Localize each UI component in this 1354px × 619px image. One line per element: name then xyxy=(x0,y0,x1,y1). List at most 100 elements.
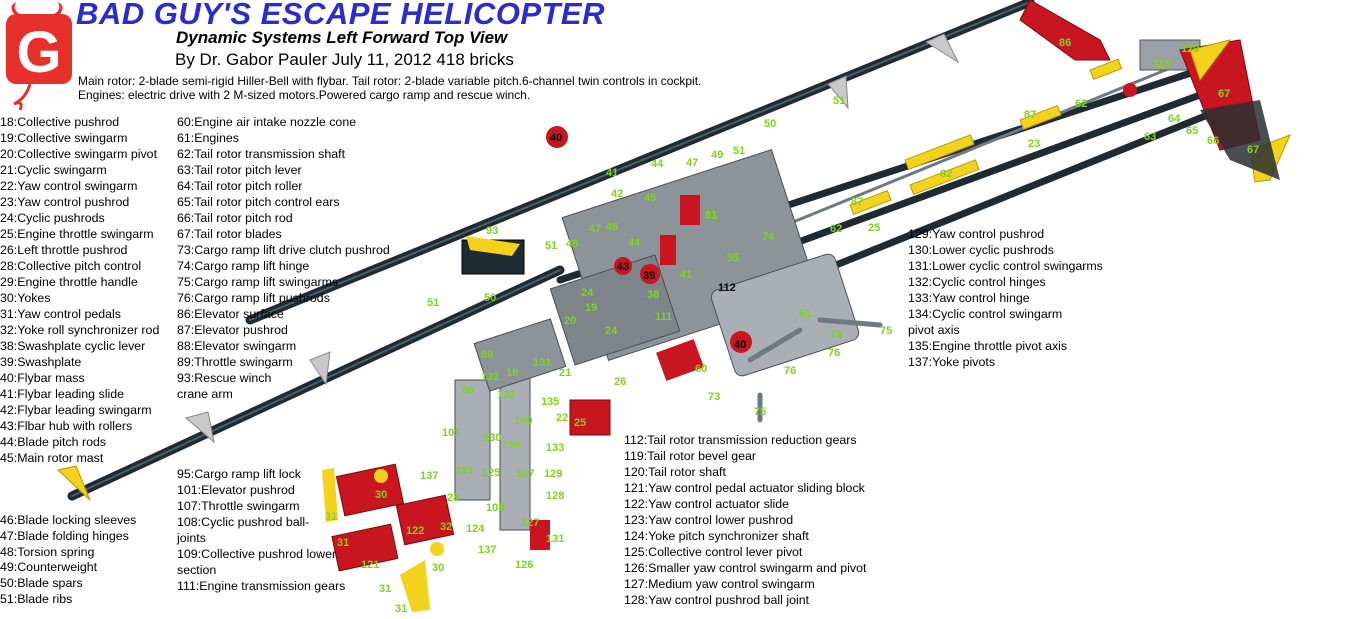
callout-label: 61 xyxy=(705,209,717,221)
callout-label: 43 xyxy=(617,261,629,273)
legend-entry: 130:Lower cyclic pushrods xyxy=(908,243,1055,257)
description-line-1: Main rotor: 2-blade semi-rigid Hiller-Be… xyxy=(78,74,702,88)
callout-label: 26 xyxy=(614,376,626,388)
legend-entry: 121:Yaw control pedal actuator sliding b… xyxy=(624,481,865,495)
legend-entry: 128:Yaw control pushrod ball joint xyxy=(624,593,810,607)
callout-label: 50 xyxy=(764,118,776,130)
callout-label: 95 xyxy=(727,252,739,264)
callout-label: 101 xyxy=(442,427,460,439)
rescue-winch xyxy=(461,236,525,275)
legend-entry: 28:Collective pitch control xyxy=(0,259,142,273)
callout-label: 67 xyxy=(1218,88,1230,100)
callout-label: 61 xyxy=(705,210,717,222)
legend-entry: section xyxy=(177,563,217,577)
legend-entry: 131:Lower cyclic control swingarms xyxy=(908,259,1103,273)
legend-entry: 75:Cargo ramp lift swingarms xyxy=(177,275,339,289)
callout-label: 39 xyxy=(643,270,655,282)
callout-label: 131 xyxy=(455,465,473,477)
cockpit-controls xyxy=(322,318,611,612)
legend-entry: 38:Swashplate cyclic lever xyxy=(0,339,146,353)
legend-entry: 119:Tail rotor bevel gear xyxy=(624,449,757,463)
legend-entry: 29:Engine throttle handle xyxy=(0,275,138,289)
legend-entry: 39:Swashplate xyxy=(0,355,82,369)
legend-entry: 133:Yaw control hinge xyxy=(908,291,1030,305)
page-subtitle: Dynamic Systems Left Forward Top View xyxy=(176,28,508,47)
legend-entry: 30:Yokes xyxy=(0,291,51,305)
callout-label: 130 xyxy=(483,432,501,444)
legend-entry: 23:Yaw control pushrod xyxy=(0,195,130,209)
callout-label: 125 xyxy=(482,467,500,479)
legend-entry: 111:Engine transmission gears xyxy=(177,579,346,593)
callout-label: 51 xyxy=(545,240,557,252)
callout-label: 62 xyxy=(1075,98,1087,110)
legend-entry: 40:Flybar mass xyxy=(0,371,85,385)
legend-entry: 132:Cyclic control hinges xyxy=(908,275,1046,289)
callout-label: 31 xyxy=(379,583,391,595)
legend-entry: 76:Cargo ramp lift pushrods xyxy=(177,291,330,305)
legend-entry: 43:Flbar hub with rollers xyxy=(0,419,133,433)
legend-entry: 65:Tail rotor pitch control ears xyxy=(177,195,340,209)
cargo-ramp-struts xyxy=(747,317,883,423)
main-rotor-spar-rear xyxy=(245,0,1035,325)
legend-entry: crane arm xyxy=(177,387,233,401)
svg-text:G: G xyxy=(16,20,61,85)
callout-label: 112 xyxy=(718,282,736,294)
callout-label: 49 xyxy=(711,149,723,161)
callout-label: 76 xyxy=(784,365,796,377)
callout-label: 44 xyxy=(651,158,664,170)
callout-label: 93 xyxy=(486,225,498,237)
legend-entry: 87:Elevator pushrod xyxy=(177,323,288,337)
elevator-pushrod-sleeves xyxy=(849,58,1123,215)
legend-entry: 101:Elevator pushrod xyxy=(177,483,295,497)
legend-entry: 25:Engine throttle swingarm xyxy=(0,227,154,241)
callout-label: 61 xyxy=(799,308,811,320)
callout-label: 66 xyxy=(1207,135,1219,147)
callout-label: 28 xyxy=(447,492,459,504)
legend-entry: 48:Torsion spring xyxy=(0,544,95,559)
callout-label: 30 xyxy=(375,489,387,501)
legend-entry: 112:Tail rotor transmission reduction ge… xyxy=(624,433,857,447)
legend-entry: 134:Cyclic control swingarm xyxy=(908,307,1063,321)
callout-label: 107 xyxy=(516,468,534,480)
callout-label: 60 xyxy=(695,363,707,375)
callout-label: 87 xyxy=(851,196,863,208)
legend-entry: 51:Blade ribs xyxy=(0,591,73,606)
callout-label: 23 xyxy=(1028,138,1040,150)
legend-entry: 44:Blade pitch rods xyxy=(0,435,107,449)
callout-label: 73 xyxy=(708,391,720,403)
callout-label: 40 xyxy=(734,339,746,351)
callout-label: 126 xyxy=(515,559,533,571)
callout-label: 24 xyxy=(581,287,594,299)
callout-label: 20 xyxy=(564,315,576,327)
callout-label: 30 xyxy=(432,562,444,574)
legend-entry: 42:Flybar leading swingarm xyxy=(0,403,152,417)
legend-entry: 41:Flybar leading slide xyxy=(0,387,124,401)
callout-label: 87 xyxy=(1024,109,1036,121)
callout-label: 45 xyxy=(644,192,656,204)
legend-entry: 26:Left throttle pushrod xyxy=(0,243,128,257)
legend-entry: 24:Cyclic pushrods xyxy=(0,211,105,225)
callout-label: 25 xyxy=(868,222,880,234)
callout-label: 21 xyxy=(559,367,571,379)
central-transmission xyxy=(546,126,860,381)
callout-label: 62 xyxy=(830,223,842,235)
legend-entry: 124:Yoke pitch synchronizer shaft xyxy=(624,529,809,543)
legend-entry: 109:Collective pushrod lower xyxy=(177,547,337,561)
legend-entry: 127:Medium yaw control swingarm xyxy=(624,577,815,591)
legend-entry: 122:Yaw control actuator slide xyxy=(624,497,790,511)
legend-entry: 108:Cyclic pushrod ball- xyxy=(177,515,310,529)
callout-label: 50 xyxy=(484,292,496,304)
legend-entry: 20:Collective swingarm pivot xyxy=(0,147,158,161)
legend-entry: 46:Blade locking sleeves xyxy=(0,513,137,527)
legend-entry: 74:Cargo ramp lift hinge xyxy=(177,259,310,273)
legend-entry: 66:Tail rotor pitch rod xyxy=(177,211,293,225)
callout-label: 64 xyxy=(1168,113,1181,125)
callout-label: 32 xyxy=(440,521,452,533)
callout-label: 51 xyxy=(427,297,439,309)
legend-entry: 86:Elevator surface xyxy=(177,307,284,321)
tail-rotor-assembly xyxy=(1123,39,1291,183)
legend-entry: 32:Yoke roll synchronizer rod xyxy=(0,323,160,337)
